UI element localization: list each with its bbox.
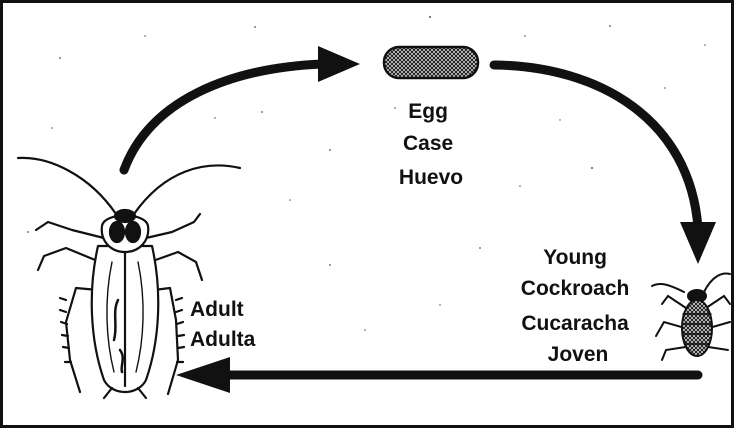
arrow-icon xyxy=(119,59,327,175)
adult-label-line-2: Adulta xyxy=(190,328,256,351)
young-label-line-4: Joven xyxy=(548,343,609,366)
adult-cockroach-icon xyxy=(16,156,242,400)
young-label-line-3: Cucaracha xyxy=(521,312,629,335)
background-speckles xyxy=(27,16,706,331)
arrow-young-to-adult xyxy=(176,357,703,393)
young-cockroach-icon xyxy=(651,272,731,361)
arrow-head-icon xyxy=(318,46,360,82)
young-cockroach-label: Young Cockroach Cucaracha Joven xyxy=(521,246,635,366)
adult-label-line-1: Adult xyxy=(190,298,244,321)
egg-label-line-2: Case xyxy=(403,132,453,155)
egg-case-label: Egg Case Huevo xyxy=(399,100,463,189)
young-label-line-2: Cockroach xyxy=(521,277,630,300)
egg-label-line-3: Huevo xyxy=(399,166,463,189)
egg-case-icon xyxy=(382,45,480,80)
arrow-egg-to-young xyxy=(489,60,716,264)
arrow-adult-to-egg xyxy=(119,46,360,175)
arrow-icon xyxy=(489,60,703,233)
arrow-head-icon xyxy=(680,222,716,264)
adult-label: Adult Adulta xyxy=(190,298,256,351)
young-label-line-1: Young xyxy=(543,246,607,269)
egg-label-line-1: Egg xyxy=(408,100,448,123)
arrow-head-icon xyxy=(176,357,230,393)
